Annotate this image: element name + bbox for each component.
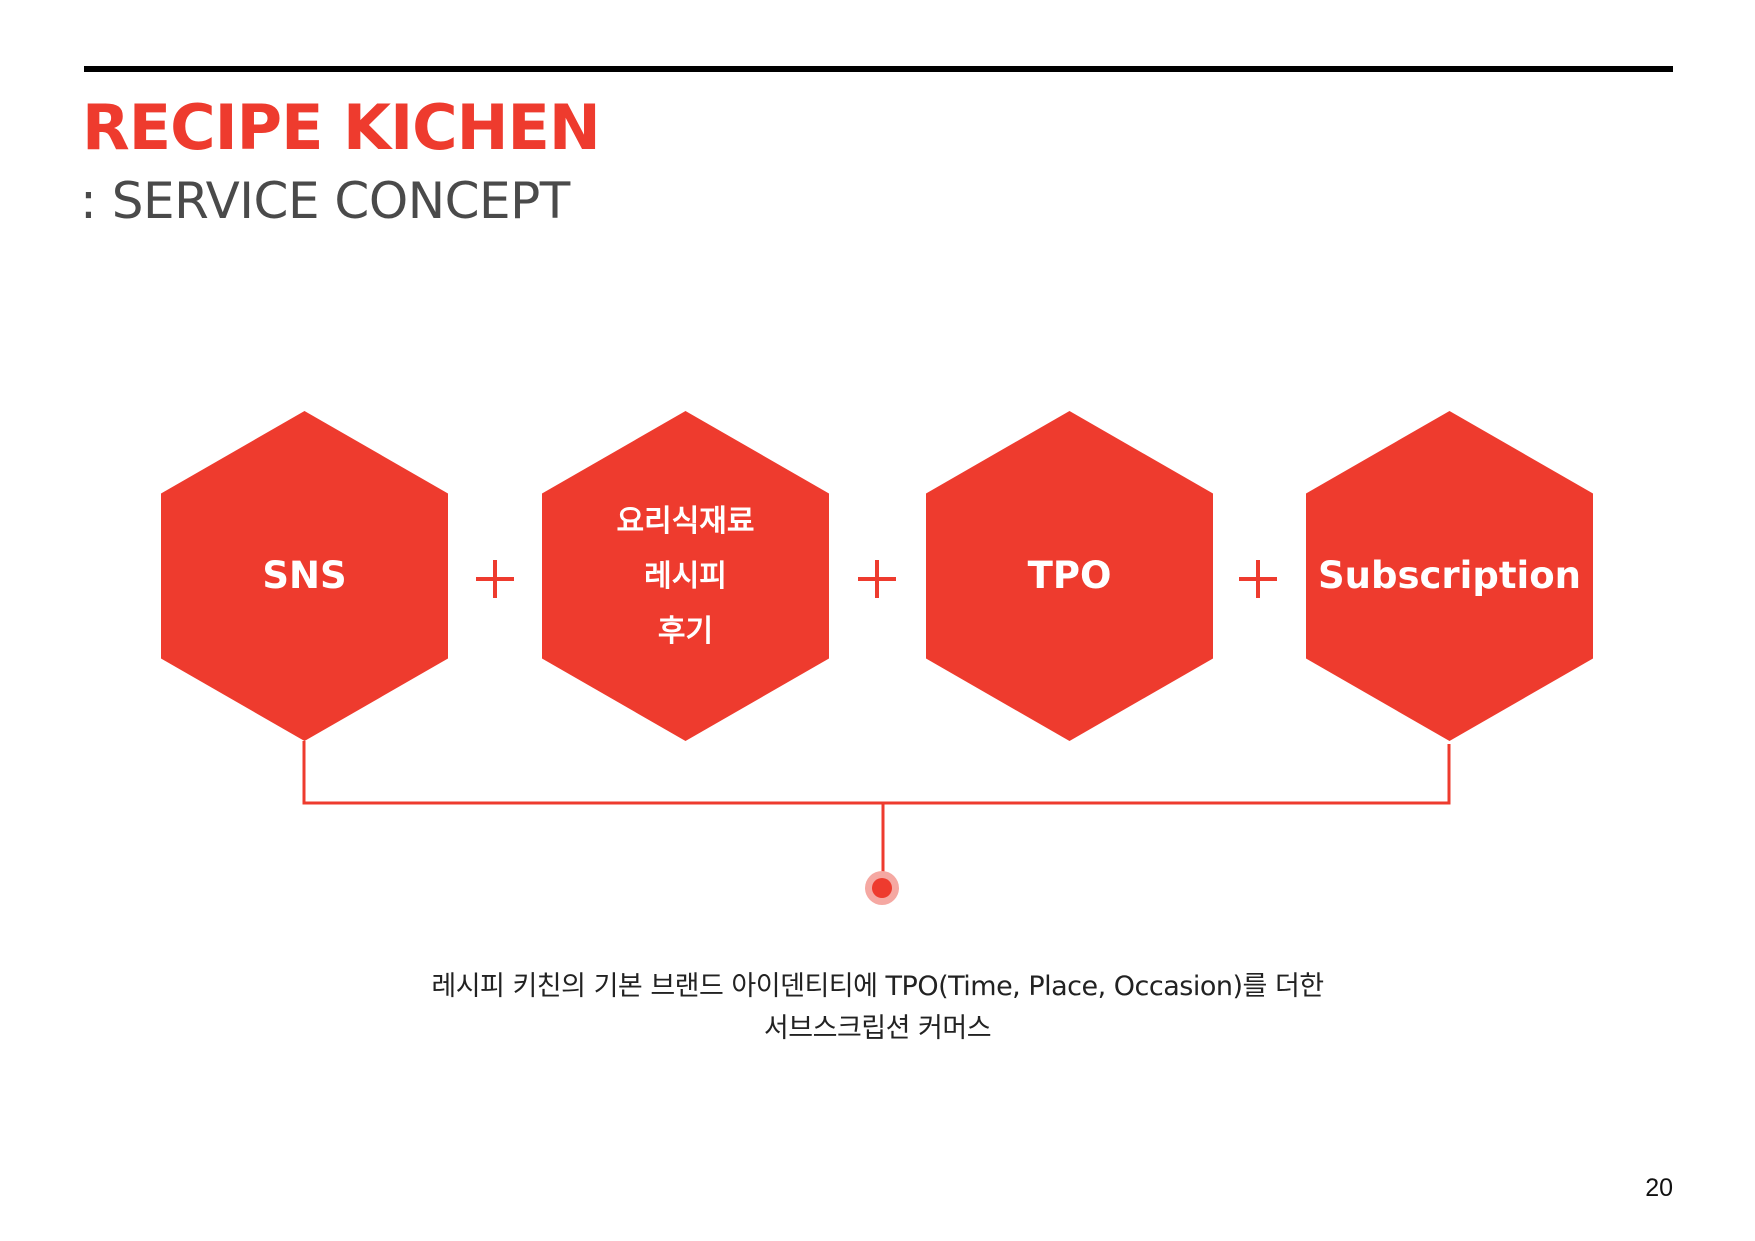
plus-icon [858,560,896,598]
hexagon-subscription: Subscription [1306,411,1593,741]
endpoint-dot [872,878,892,898]
page-title: RECIPE KICHEN [82,91,601,164]
hexagon-label: TPO [1027,554,1112,597]
bracket-connector [302,741,1451,885]
hexagon-label-line: 레시피 [644,558,727,594]
hexagon-label-line: 후기 [657,613,714,649]
hexagon-label: SNS [262,554,347,597]
page-number: 20 [1645,1174,1673,1202]
plus-icon [476,560,514,598]
plus-icon [1239,560,1277,598]
top-rule [84,66,1673,72]
caption-line-1: 레시피 키친의 기본 브랜드 아이덴티티에 TPO(Time, Place, O… [431,971,1324,1002]
hexagon-label-line: 요리식재료 [616,503,755,539]
concept-caption: 레시피 키친의 기본 브랜드 아이덴티티에 TPO(Time, Place, O… [0,966,1755,1050]
caption-line-2: 서브스크립션 커머스 [763,1013,992,1044]
page-subtitle: : SERVICE CONCEPT [80,172,570,230]
hexagon-label: 요리식재료 레시피 후기 [617,494,755,659]
hexagon-label: Subscription [1318,554,1581,597]
